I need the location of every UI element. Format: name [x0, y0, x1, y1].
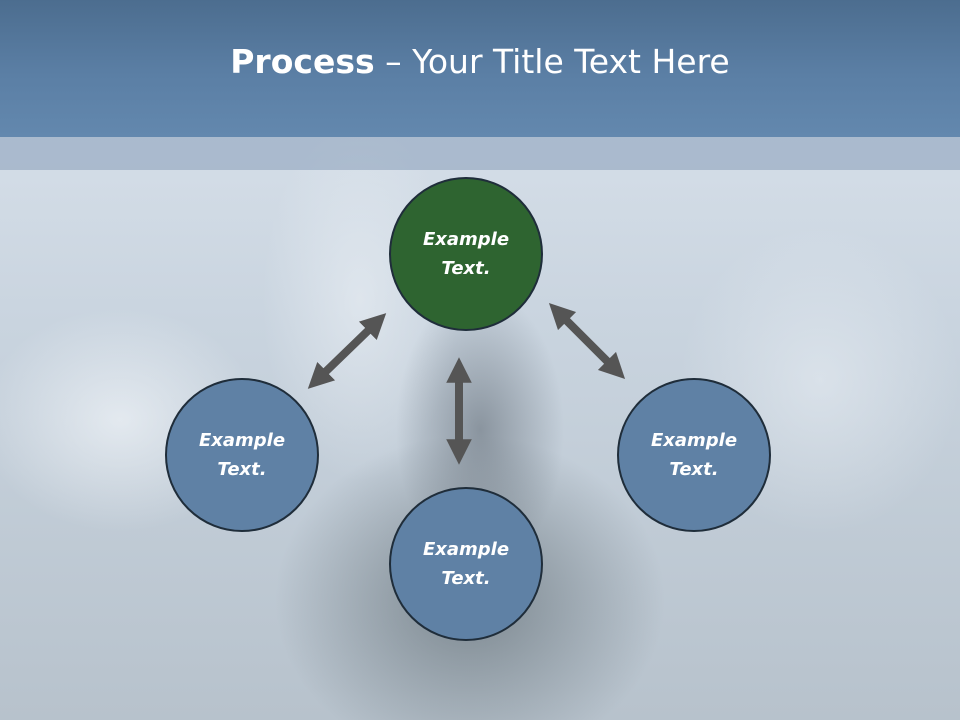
slide-title[interactable]: Process – Your Title Text Here — [230, 42, 729, 81]
node-bottom-line2: Text. — [441, 568, 491, 589]
process-node-bottom[interactable]: Example Text. — [389, 487, 543, 641]
node-top-line2: Text. — [441, 258, 491, 279]
process-node-right[interactable]: Example Text. — [617, 378, 771, 532]
node-bottom-line1: Example — [422, 539, 510, 560]
process-node-top[interactable]: Example Text. — [389, 177, 543, 331]
node-left-line1: Example — [198, 430, 286, 451]
node-right-line1: Example — [650, 430, 738, 451]
node-right-line2: Text. — [669, 459, 719, 480]
process-node-left[interactable]: Example Text. — [165, 378, 319, 532]
node-top-line1: Example — [422, 229, 510, 250]
header-band — [0, 137, 960, 170]
arrow-left-top — [307, 313, 387, 389]
node-left-line2: Text. — [217, 459, 267, 480]
title-bar: Process – Your Title Text Here — [0, 0, 960, 137]
arrow-top-right — [548, 302, 626, 380]
title-bold: Process — [230, 42, 375, 81]
title-rest: – Your Title Text Here — [374, 42, 730, 81]
